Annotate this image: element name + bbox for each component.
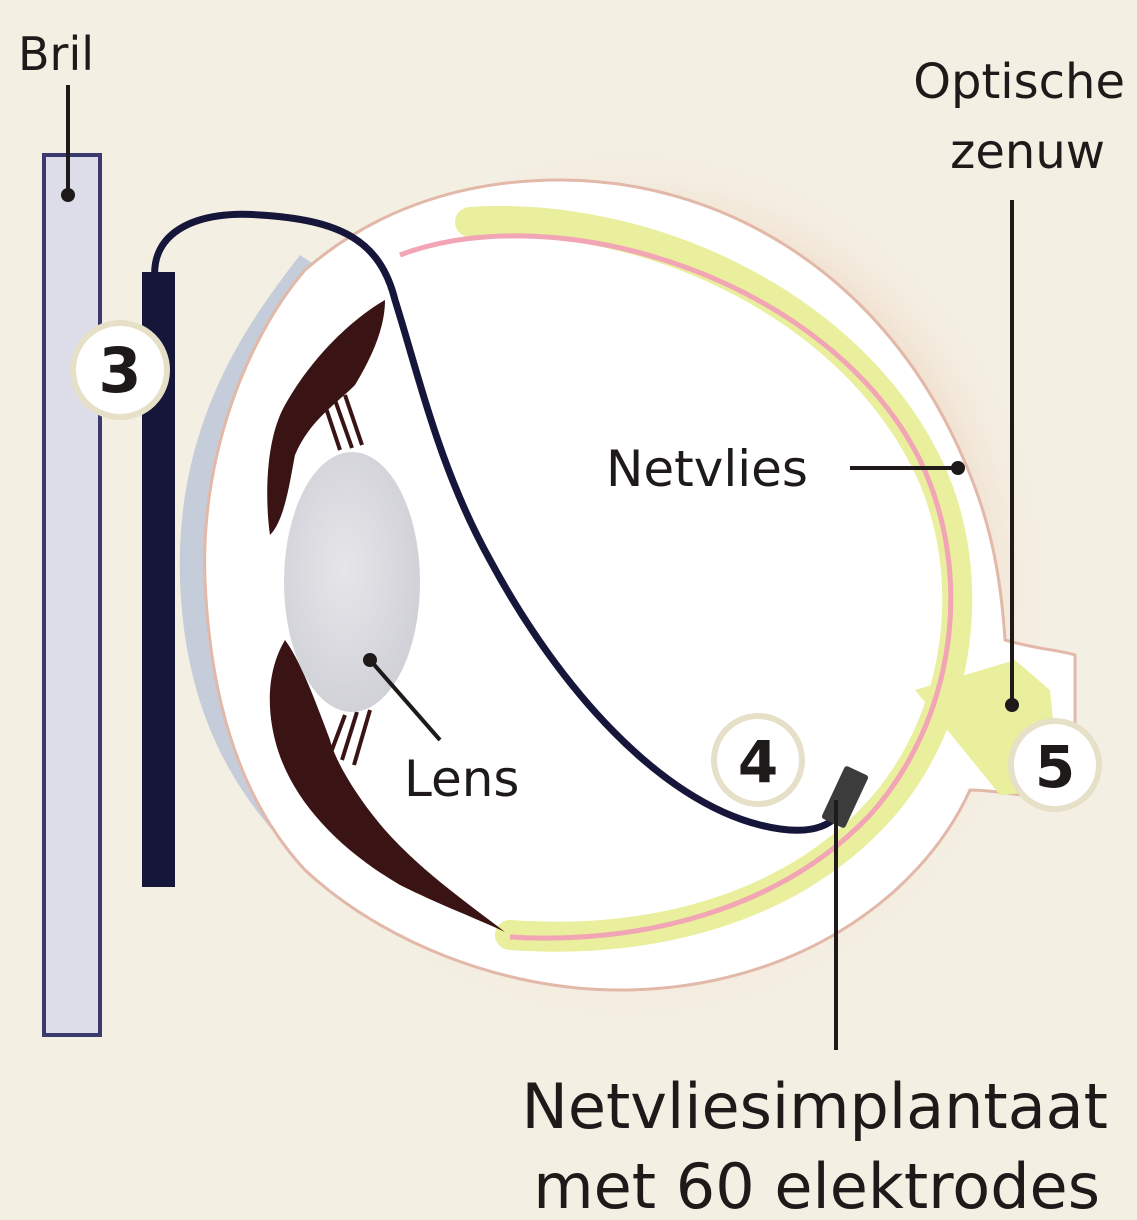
marker-3: 3 [73, 323, 167, 417]
lens [284, 452, 420, 712]
marker-3-text: 3 [98, 334, 141, 407]
bril-label: Bril [18, 27, 94, 81]
implant-label-line1: Netvliesimplantaat [521, 1070, 1108, 1143]
marker-5-text: 5 [1035, 733, 1075, 801]
optic-nerve-label-line2: zenuw [950, 124, 1105, 180]
glasses-frame [44, 155, 100, 1035]
implant-label-line2: met 60 elektrodes [533, 1150, 1100, 1220]
marker-5: 5 [1011, 721, 1099, 809]
marker-4-text: 4 [738, 728, 778, 796]
optic-nerve-label-line1: Optische [913, 54, 1125, 110]
lens-label: Lens [404, 750, 519, 808]
marker-4: 4 [714, 716, 802, 804]
retina-label: Netvlies [606, 440, 808, 498]
